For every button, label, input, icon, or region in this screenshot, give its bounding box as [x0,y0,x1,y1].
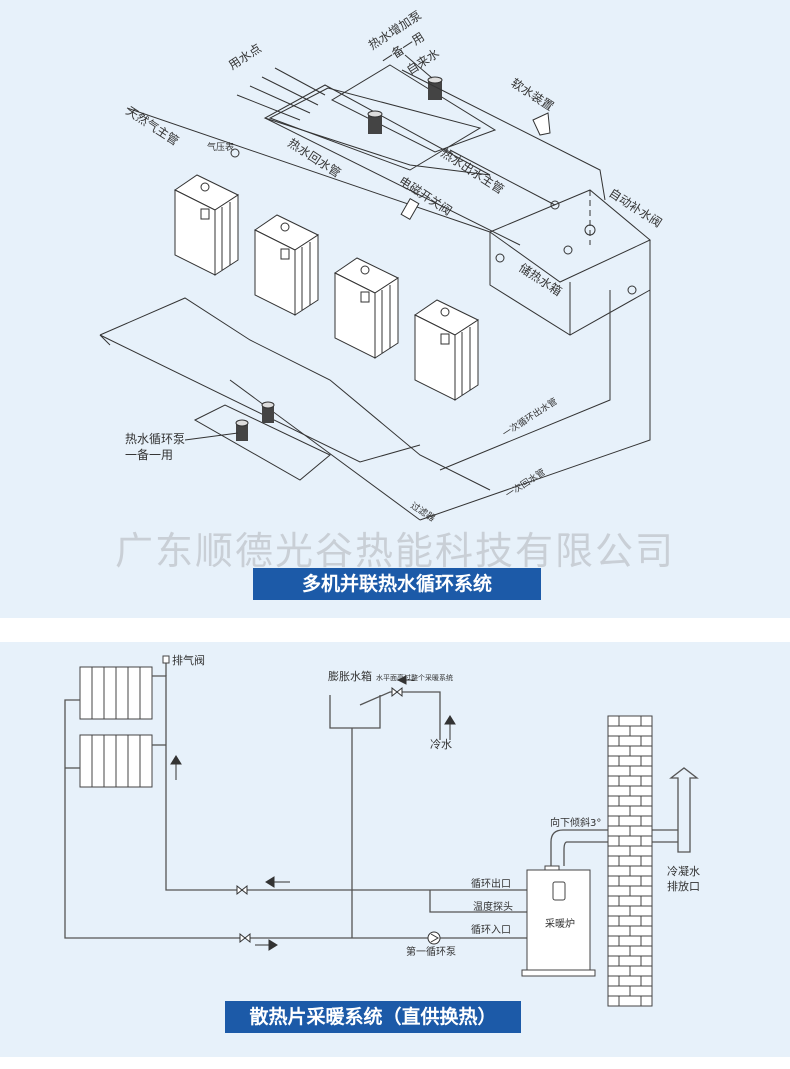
tap-water-pipe [401,69,606,201]
hot-return-pipe [264,117,521,246]
flow-arrow-icon [265,876,290,888]
label-expansion-note: 水平面高过整个采暖系统 [376,673,453,682]
label-circ-pump: 热水循环泵 [125,432,185,446]
boiler-unit [334,257,400,359]
hot-outlet-main-pipe [449,149,556,206]
hot-water-frame [263,84,491,176]
label-hot-outlet-main: 热水出水主管 [438,145,507,197]
label-water-points: 用水点 [226,41,264,72]
diagram2: 排气阀 膨胀水箱 水平面高过整个采暖系统 冷水 向下倾斜3° 冷凝水 排放口 循… [64,653,700,1007]
valve-icon [391,686,403,698]
label-primary-return: 一次回水管 [503,466,547,501]
cold-water-arrow-icon [444,715,456,740]
storage-tank [488,189,651,336]
solenoid-valve-icon [400,198,420,220]
boiler-unit [254,214,320,316]
diagram2-title: 散热片采暖系统（直供换热） [225,1001,521,1033]
label-temp-probe: 温度探头 [473,900,513,913]
label-air-vent: 排气阀 [172,653,205,667]
primary-outlet-pipe [439,290,611,471]
watermark: 广东顺德光谷热能科技有限公司 [114,529,675,573]
flow-arrow-icon [170,755,182,780]
valve-icon [236,884,248,896]
label-expansion-tank: 膨胀水箱 [328,669,372,683]
flow-arrow-icon [396,675,414,685]
booster-pump-icon [367,76,443,134]
label-pressure-gauge: 气压表 [207,141,234,153]
label-first-pump: 第一循环泵 [406,945,456,958]
label-circ-inlet: 循环入口 [471,923,511,936]
softener-icon [532,112,551,136]
label-storage-tank: 储热水箱 [516,260,564,299]
label-cold-water: 冷水 [430,738,452,751]
flow-arrow-icon [255,939,278,951]
circ-pump-icon [235,401,275,441]
pressure-gauge-icon [230,148,240,158]
gas-main-pipe [126,107,491,233]
heating-pipes [64,663,530,939]
radiator [79,666,153,720]
label-gas-main: 天然气主管 [123,103,182,148]
boiler [521,865,596,977]
label-circ-outlet: 循环出口 [471,877,511,890]
diagram1: 用水点 热水增加泵 一备一用 自来水 软水装置 天然气主管 气压表 热水回水管 … [99,8,664,524]
valve-icon [239,932,251,944]
boiler-unit [414,299,480,401]
water-point-arrows [236,67,326,121]
label-condensate-1: 冷凝水 [667,864,700,878]
radiator [79,734,153,788]
primary-loop [99,297,491,491]
label-filter: 过滤器 [408,499,437,524]
flue-pipe [550,767,699,866]
boiler-unit [174,174,240,276]
label-auto-makeup-valve: 自动补水阀 [606,186,664,230]
label-circ-pump-sub: 一备一用 [125,448,173,462]
booster-pump-frame [330,64,497,153]
label-boiler: 采暖炉 [545,917,575,930]
pump-icon [427,931,441,945]
label-condensate-2: 排放口 [667,879,700,893]
label-softener: 软水装置 [508,76,556,114]
label-slope: 向下倾斜3° [550,816,601,829]
air-vent-icon [162,655,170,664]
circ-pump-frame [193,404,331,481]
diagram1-title: 多机并联热水循环系统 [253,568,541,600]
chimney [607,715,653,1007]
primary-return-pipe [419,290,651,521]
